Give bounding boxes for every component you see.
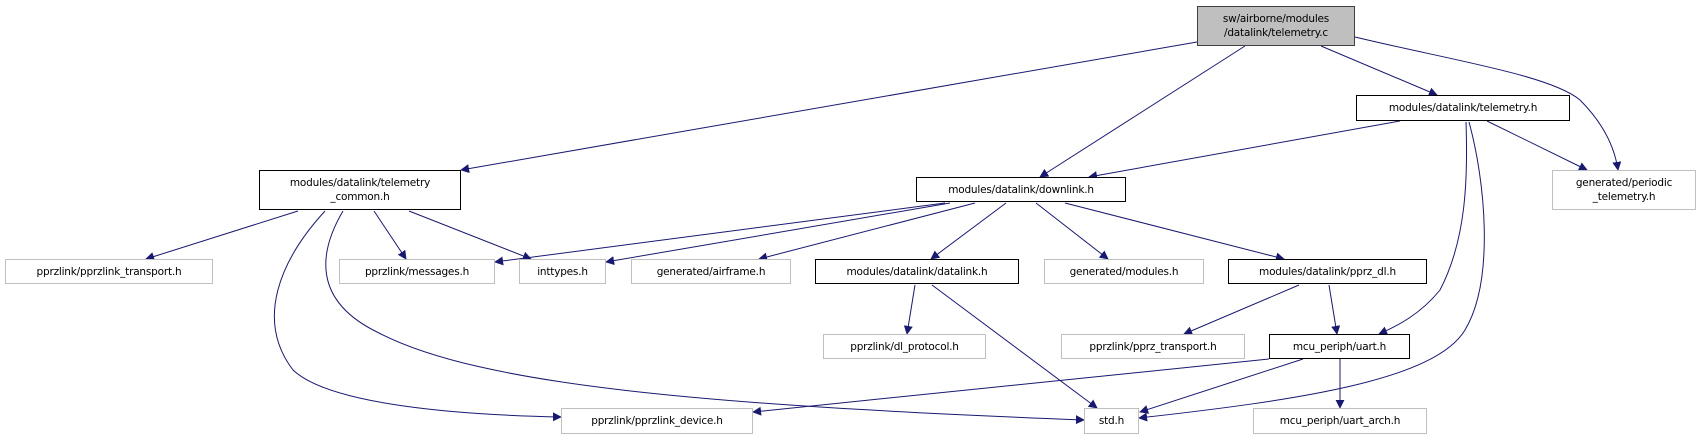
node-label: pprzlink/pprz_transport.h xyxy=(1089,340,1217,353)
node-pprz-transport: pprzlink/pprz_transport.h xyxy=(1061,334,1245,359)
edge-uart_h-to-pprzlink_device xyxy=(752,358,1270,416)
node-label: mcu_periph/uart_arch.h xyxy=(1279,415,1401,427)
node-airframe: generated/airframe.h xyxy=(631,259,791,284)
node-datalink-h[interactable]: modules/datalink/datalink.h xyxy=(815,259,1019,284)
node-dl-protocol: pprzlink/dl_protocol.h xyxy=(823,334,986,359)
edge-pprz_dl-to-pprz_transport xyxy=(1183,284,1300,335)
node-label: modules/datalink/pprz_dl.h xyxy=(1259,265,1396,278)
node-uart-h[interactable]: mcu_periph/uart.h xyxy=(1269,334,1410,359)
node-label: pprzlink/pprzlink_transport.h xyxy=(36,265,182,278)
node-root: sw/airborne/modules/datalink/telemetry.c xyxy=(1197,6,1355,46)
node-messages: pprzlink/messages.h xyxy=(339,259,495,284)
node-label: generated/periodic xyxy=(1575,177,1673,189)
edge-downlink-to-messages xyxy=(494,202,946,266)
edge-telemetry_h-to-downlink xyxy=(1088,120,1401,180)
node-label: sw/airborne/modules xyxy=(1222,13,1330,25)
edge-downlink-to-modules_h xyxy=(1035,202,1109,260)
edge-telemetry_common-to-messages xyxy=(373,210,407,260)
node-label: generated/airframe.h xyxy=(656,265,766,278)
edge-telemetry_common-to-inttypes xyxy=(408,210,532,261)
edge-uart_h-to-std_h xyxy=(1139,358,1304,414)
edge-downlink-to-datalink_h xyxy=(930,202,1007,260)
edge-root-to-downlink xyxy=(1039,45,1246,178)
node-label: mcu_periph/uart.h xyxy=(1292,340,1387,353)
node-label: inttypes.h xyxy=(537,265,588,278)
node-pprzlink-transport: pprzlink/pprzlink_transport.h xyxy=(5,259,213,284)
node-label: modules/datalink/datalink.h xyxy=(846,265,988,278)
node-telemetry-h[interactable]: modules/datalink/telemetry.h xyxy=(1356,95,1570,121)
node-label: pprzlink/pprzlink_device.h xyxy=(591,415,723,427)
node-label: _telemetry.h xyxy=(1592,191,1656,203)
node-label: _common.h xyxy=(330,191,390,203)
edge-downlink-to-airframe xyxy=(758,202,976,262)
edge-telemetry_h-to-std_h xyxy=(1138,121,1485,422)
node-uart-arch: mcu_periph/uart_arch.h xyxy=(1253,408,1427,434)
edge-datalink_h-to-dl_protocol xyxy=(903,284,916,335)
edge-pprz_dl-to-uart_h xyxy=(1328,284,1341,335)
edge-telemetry_common-to-std_h xyxy=(325,210,1085,425)
node-pprzlink-device: pprzlink/pprzlink_device.h xyxy=(561,408,753,434)
node-label: /datalink/telemetry.c xyxy=(1224,27,1328,39)
edge-root-to-periodic_telemetry xyxy=(1354,36,1622,171)
edge-downlink-to-pprz_dl xyxy=(1064,202,1285,262)
edge-telemetry_common-to-pprzlink_device xyxy=(273,210,562,422)
node-std-h: std.h xyxy=(1084,408,1139,434)
node-inttypes: inttypes.h xyxy=(519,259,606,284)
node-pprz-dl[interactable]: modules/datalink/pprz_dl.h xyxy=(1228,259,1427,284)
node-label: pprzlink/messages.h xyxy=(364,265,470,278)
edge-telemetry_h-to-periodic_telemetry xyxy=(1486,120,1588,171)
edge-downlink-to-inttypes xyxy=(605,202,951,266)
edge-root-to-telemetry_h xyxy=(1320,45,1438,96)
node-modules-h: generated/modules.h xyxy=(1044,259,1204,284)
edge-telemetry_common-to-pprzlink_transport xyxy=(145,210,299,261)
node-telemetry-common[interactable]: modules/datalink/telemetry _common.h xyxy=(259,170,461,210)
edge-root-to-telemetry_common xyxy=(460,41,1198,174)
node-label: modules/datalink/telemetry.h xyxy=(1388,102,1538,114)
node-label: std.h xyxy=(1098,415,1125,427)
edge-telemetry_h-to-uart_h xyxy=(1378,121,1468,335)
node-label: modules/datalink/telemetry xyxy=(289,177,431,189)
node-periodic-telemetry: generated/periodic _telemetry.h xyxy=(1552,170,1696,210)
node-label: generated/modules.h xyxy=(1069,265,1179,278)
edge-datalink_h-to-std_h xyxy=(931,284,1098,409)
node-downlink[interactable]: modules/datalink/downlink.h xyxy=(916,177,1126,202)
node-label: pprzlink/dl_protocol.h xyxy=(850,340,959,353)
node-label: modules/datalink/downlink.h xyxy=(948,183,1094,196)
